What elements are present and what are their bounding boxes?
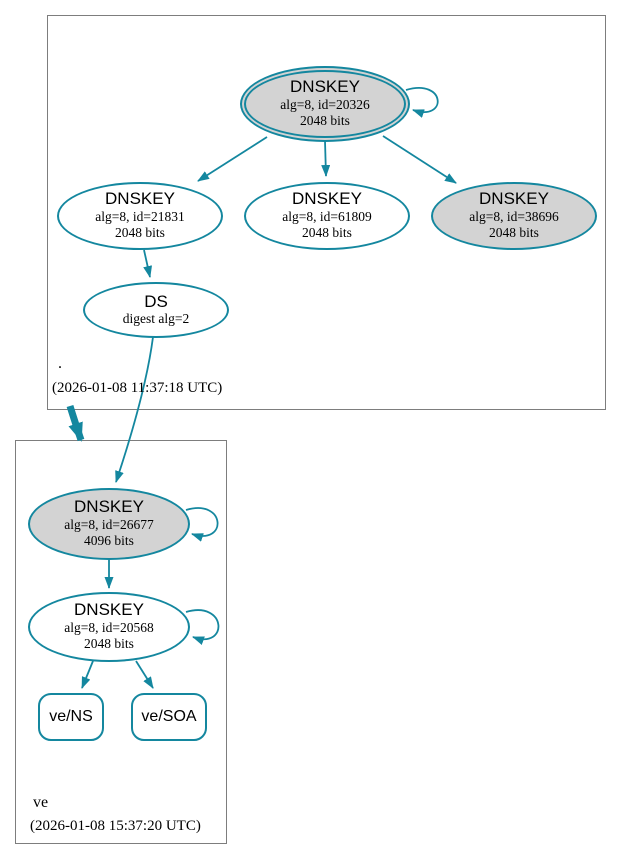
node-alg-id: alg=8, id=61809 bbox=[282, 209, 372, 225]
node-dnskey-38696[interactable]: DNSKEY alg=8, id=38696 2048 bits bbox=[431, 182, 597, 250]
node-dnskey-20568[interactable]: DNSKEY alg=8, id=20568 2048 bits bbox=[28, 592, 190, 662]
node-bits: 2048 bits bbox=[489, 225, 539, 241]
edge-root-zone-to-ve-zone bbox=[66, 404, 85, 442]
node-bits: 2048 bits bbox=[115, 225, 165, 241]
node-title: DNSKEY bbox=[479, 189, 549, 209]
root-zone-label: . bbox=[58, 355, 62, 372]
node-bits: 2048 bits bbox=[302, 225, 352, 241]
node-bits: 4096 bits bbox=[84, 533, 134, 549]
node-bits: 2048 bits bbox=[300, 113, 350, 129]
rrset-label: ve/SOA bbox=[141, 708, 197, 725]
node-alg-id: alg=8, id=21831 bbox=[95, 209, 185, 225]
node-title: DNSKEY bbox=[74, 600, 144, 620]
ve-zone-label: ve bbox=[33, 794, 49, 811]
rrset-label: ve/NS bbox=[49, 708, 93, 725]
node-dnskey-61809[interactable]: DNSKEY alg=8, id=61809 2048 bits bbox=[244, 182, 410, 250]
root-zone-timestamp: (2026-01-08 11:37:18 UTC) bbox=[52, 380, 223, 396]
cluster-root-zone bbox=[47, 15, 606, 410]
node-alg-id: alg=8, id=20326 bbox=[280, 97, 370, 113]
node-title: DNSKEY bbox=[290, 77, 360, 97]
node-title: DS bbox=[144, 291, 168, 311]
node-digest: digest alg=2 bbox=[122, 311, 190, 327]
node-dnskey-20326[interactable]: DNSKEY alg=8, id=20326 2048 bits bbox=[240, 66, 410, 142]
node-rrset-ve-soa[interactable]: ve/SOA bbox=[131, 693, 207, 741]
node-alg-id: alg=8, id=20568 bbox=[64, 620, 154, 636]
ve-zone-timestamp: (2026-01-08 15:37:20 UTC) bbox=[30, 818, 201, 834]
node-dnskey-21831[interactable]: DNSKEY alg=8, id=21831 2048 bits bbox=[57, 182, 223, 250]
node-title: DNSKEY bbox=[74, 497, 144, 517]
node-title: DNSKEY bbox=[105, 189, 175, 209]
node-dnskey-26677[interactable]: DNSKEY alg=8, id=26677 4096 bits bbox=[28, 488, 190, 560]
node-alg-id: alg=8, id=38696 bbox=[469, 209, 559, 225]
node-ds[interactable]: DS digest alg=2 bbox=[83, 282, 229, 338]
node-alg-id: alg=8, id=26677 bbox=[64, 517, 154, 533]
node-bits: 2048 bits bbox=[84, 636, 134, 652]
node-title: DNSKEY bbox=[292, 189, 362, 209]
node-rrset-ve-ns[interactable]: ve/NS bbox=[38, 693, 104, 741]
